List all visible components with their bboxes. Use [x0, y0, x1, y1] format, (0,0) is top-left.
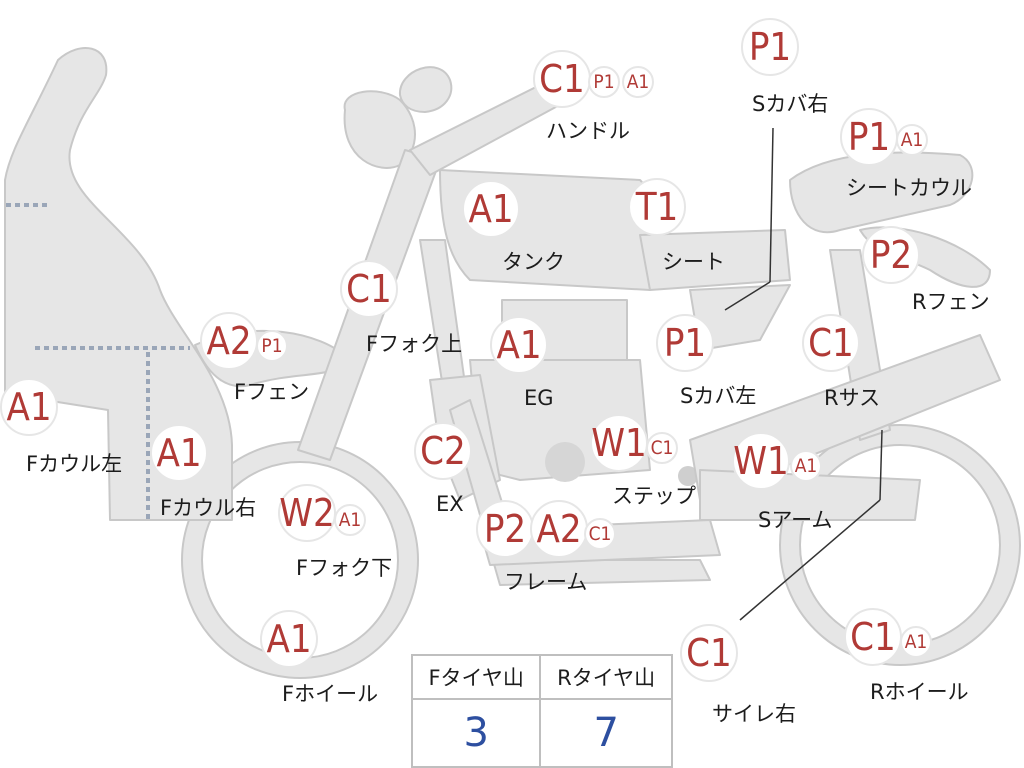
part-label-frame: フレーム — [504, 570, 588, 594]
part-code: C1 — [646, 432, 678, 464]
part-code: A1 — [896, 124, 928, 156]
part-code: A1 — [790, 450, 822, 482]
tire-tread-table: Fタイヤ山 Rタイヤ山 3 7 — [410, 654, 673, 768]
part-code: C1 — [844, 608, 902, 666]
part-label-handle: ハンドル — [546, 119, 630, 143]
front-tire-value: 3 — [410, 698, 542, 768]
part-code: P2 — [862, 226, 920, 284]
part-code: P1 — [588, 66, 620, 98]
part-label-front-cowl-right: Fカウル右 — [160, 496, 257, 520]
front-tire-header: Fタイヤ山 — [410, 654, 542, 700]
part-label-exhaust: EX — [436, 492, 464, 516]
part-code: C1 — [680, 624, 738, 682]
part-label-seat: シート — [662, 250, 725, 274]
part-code: P1 — [256, 330, 288, 362]
part-code: W1 — [732, 432, 790, 490]
part-label-front-cowl-left: Fカウル左 — [26, 452, 123, 476]
part-code: A2 — [200, 312, 258, 370]
part-label-rear-wheel: Rホイール — [870, 680, 969, 704]
part-label-side-cover-right: Sカバ右 — [752, 92, 829, 116]
part-code: C2 — [414, 422, 472, 480]
part-code: A1 — [490, 316, 548, 374]
part-code: A1 — [150, 424, 208, 482]
part-label-rear-suspension: Rサス — [824, 386, 881, 410]
part-label-front-fender: Fフェン — [234, 380, 310, 404]
part-code: C1 — [802, 314, 860, 372]
part-code: A1 — [900, 626, 932, 658]
part-label-swing-arm: Sアーム — [758, 508, 833, 532]
part-code: T1 — [628, 178, 686, 236]
part-code: P2 — [476, 500, 534, 558]
part-label-rear-fender: Rフェン — [912, 290, 990, 314]
part-code: A1 — [622, 66, 654, 98]
tire-table-value-row: 3 7 — [410, 698, 673, 768]
part-code: A1 — [462, 180, 520, 238]
part-code: W1 — [590, 414, 648, 472]
part-label-seat-cowl: シートカウル — [846, 176, 972, 200]
part-label-tank: タンク — [502, 250, 565, 274]
part-label-front-wheel: Fホイール — [282, 682, 379, 706]
part-code: C1 — [584, 518, 616, 550]
rear-tire-value: 7 — [539, 698, 673, 768]
part-code: C1 — [533, 50, 591, 108]
part-code: W2 — [278, 484, 336, 542]
part-code: A1 — [260, 610, 318, 668]
part-code: C1 — [340, 260, 398, 318]
part-code: A1 — [0, 378, 58, 436]
part-code: P1 — [741, 18, 799, 76]
part-code: P1 — [656, 314, 714, 372]
rear-tire-header: Rタイヤ山 — [539, 654, 673, 700]
part-code: P1 — [840, 108, 898, 166]
part-label-silencer-right: サイレ右 — [712, 702, 796, 726]
part-label-front-fork-upper: Fフォク上 — [366, 332, 463, 356]
part-code: A2 — [530, 500, 588, 558]
tire-table-header-row: Fタイヤ山 Rタイヤ山 — [410, 654, 673, 700]
part-label-step: ステップ — [612, 484, 696, 508]
part-label-engine: EG — [524, 386, 554, 410]
part-label-side-cover-left: Sカバ左 — [680, 384, 757, 408]
part-code: A1 — [334, 504, 366, 536]
part-label-front-fork-lower: Fフォク下 — [296, 556, 393, 580]
